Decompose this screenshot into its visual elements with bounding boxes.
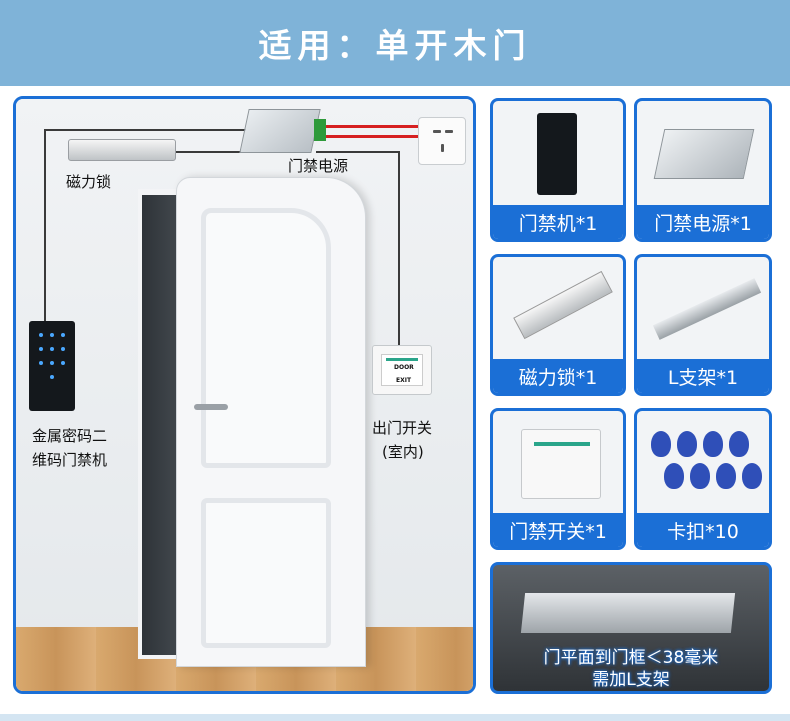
- card-keypad: 门禁机*1: [490, 98, 626, 242]
- note-line2: 需加L支架: [592, 670, 670, 690]
- bottom-strip: [0, 714, 790, 721]
- power-cable: [326, 135, 420, 138]
- maglock-icon: [513, 270, 613, 340]
- key-fob-icon: [651, 431, 671, 457]
- door-panel-top: [201, 208, 331, 468]
- magnetic-lock: [68, 139, 176, 161]
- installation-photo: 门平面到门框＜38毫米 需加L支架: [490, 562, 772, 694]
- maglock-image: [493, 257, 623, 361]
- power-supply-icon: [653, 129, 755, 179]
- card-exit-switch: 门禁开关*1: [490, 408, 626, 550]
- card-caption: 门禁开关*1: [493, 513, 623, 547]
- card-caption: 卡扣*10: [637, 513, 769, 547]
- psu-label: 门禁电源: [288, 157, 349, 175]
- key-fob-icon: [664, 463, 684, 489]
- key-dot: [61, 347, 65, 351]
- wire: [44, 129, 46, 321]
- power-supply: [239, 109, 321, 153]
- key-dot: [61, 361, 65, 365]
- exit-switch-stripe: [534, 442, 590, 446]
- card-power-supply: 门禁电源*1: [634, 98, 772, 242]
- bracket-photo: [520, 593, 736, 633]
- exit-button-stripe: [386, 358, 418, 361]
- door: [176, 177, 366, 667]
- card-key-fobs: 卡扣*10: [634, 408, 772, 550]
- exit-label-line1: 出门开关: [372, 419, 433, 437]
- socket-hole: [441, 144, 444, 152]
- keypad-icon: [537, 113, 577, 195]
- wall-socket: [418, 117, 466, 165]
- power-supply-image: [637, 101, 769, 207]
- power-terminal: [314, 119, 326, 141]
- note-line1: 门平面到门框＜38毫米: [543, 648, 719, 668]
- exit-button-top-text: DOOR: [394, 364, 414, 371]
- socket-hole: [433, 130, 441, 133]
- door-panel-bottom: [201, 498, 331, 648]
- socket-hole: [445, 130, 453, 133]
- power-cable: [326, 125, 420, 128]
- key-fob-icon: [742, 463, 762, 489]
- key-dot: [50, 375, 54, 379]
- wire: [316, 151, 400, 153]
- exit-label-line2: (室内): [382, 443, 424, 461]
- key-fob-icon: [690, 463, 710, 489]
- key-dot: [39, 333, 43, 337]
- key-dot: [39, 361, 43, 365]
- card-maglock: 磁力锁*1: [490, 254, 626, 396]
- exit-button-bottom-text: EXIT: [396, 377, 412, 384]
- wire: [398, 151, 400, 345]
- key-dot: [50, 333, 54, 337]
- keypad-device: [29, 321, 75, 411]
- card-caption: L支架*1: [637, 359, 769, 393]
- exit-button-device: DOOR EXIT: [372, 345, 432, 395]
- key-dot: [39, 347, 43, 351]
- exit-switch-image: [493, 411, 623, 515]
- key-dot: [50, 361, 54, 365]
- header-banner: 适用：单开木门: [0, 0, 790, 86]
- l-bracket-icon: [652, 278, 762, 340]
- key-dot: [50, 347, 54, 351]
- keypad-image: [493, 101, 623, 207]
- wire: [174, 151, 246, 153]
- keypad-label-line2: 维码门禁机: [32, 451, 108, 469]
- key-fob-icon: [703, 431, 723, 457]
- keypad-label-line1: 金属密码二: [32, 427, 108, 445]
- key-dot: [61, 333, 65, 337]
- l-bracket-image: [637, 257, 769, 361]
- header-title: 适用：单开木门: [258, 26, 532, 65]
- card-caption: 门禁机*1: [493, 205, 623, 239]
- key-fob-icon: [677, 431, 697, 457]
- wire: [44, 129, 248, 131]
- key-fob-icon: [729, 431, 749, 457]
- exit-button-face: DOOR EXIT: [381, 354, 423, 386]
- key-fob-icon: [716, 463, 736, 489]
- exit-switch-icon: [521, 429, 601, 499]
- door-handle: [194, 404, 228, 410]
- key-fobs-image: [637, 411, 769, 515]
- card-caption: 磁力锁*1: [493, 359, 623, 393]
- card-l-bracket: L支架*1: [634, 254, 772, 396]
- maglock-label: 磁力锁: [66, 173, 112, 191]
- installation-scene: 磁力锁 门禁电源 金属密码二 维码门禁机 DOOR EXIT 出门开关 (室内): [13, 96, 476, 694]
- card-caption: 门禁电源*1: [637, 205, 769, 239]
